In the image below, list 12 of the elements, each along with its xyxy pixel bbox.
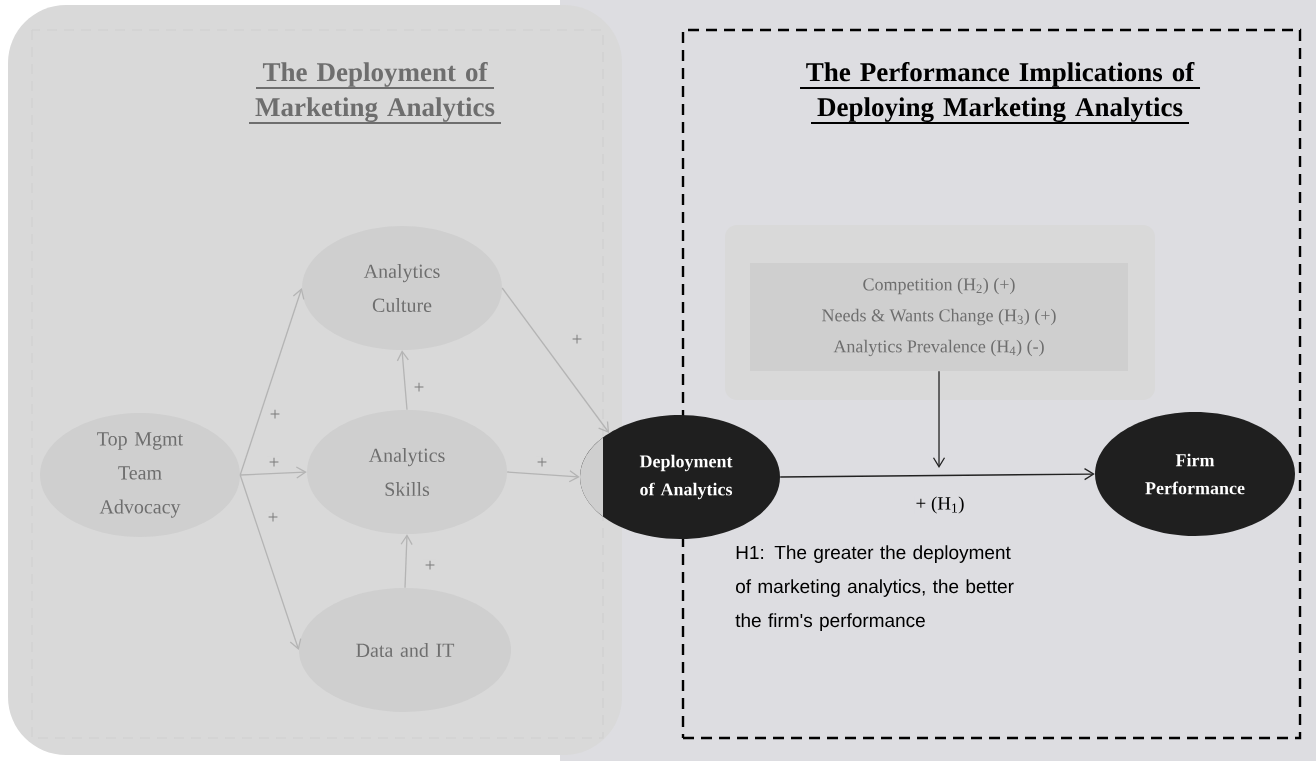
arrow (239, 288, 305, 476)
arrow (239, 466, 307, 479)
arrow (779, 467, 1095, 481)
arrow (239, 474, 302, 650)
arrow (506, 470, 580, 483)
hypothesis-note: H1: The greater the deployment of marketing analytics, the better the firm's performance (735, 545, 1014, 631)
arrow (400, 534, 413, 589)
arrow (932, 370, 946, 468)
edge-label: + (H$_{1}$) (914, 495, 966, 515)
arrow (501, 287, 610, 434)
moderator-box: Competition (H$_{2}$) (+) Needs & Wants Change (H$_{3}$) (+) Analytics Prevalence (H$_{4}$) (-) (750, 263, 1128, 371)
arrow (396, 350, 409, 411)
